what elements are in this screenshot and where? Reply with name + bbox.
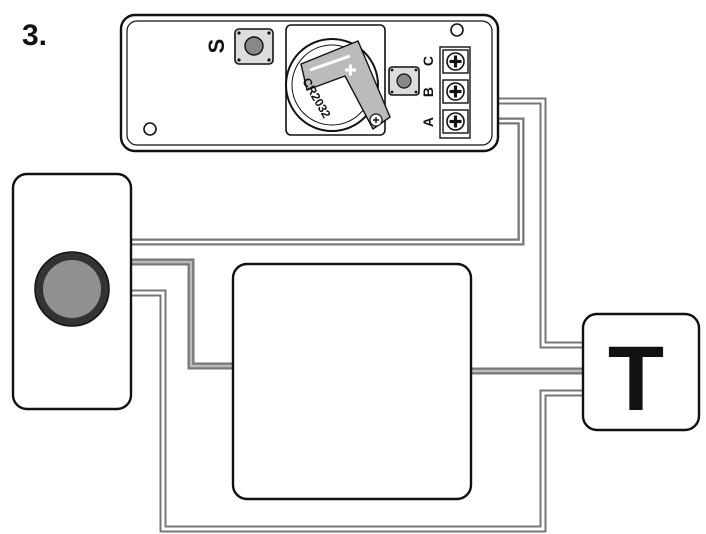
receiver-module: S CR2032 — [119, 13, 500, 153]
terminal-label-a: A — [420, 117, 436, 127]
transformer-label: T — [608, 328, 664, 430]
push-button-icon[interactable] — [234, 28, 274, 65]
terminal-screw-icon — [446, 52, 465, 71]
mounting-hole-bottom — [143, 122, 157, 136]
terminal-label-c: C — [420, 56, 436, 66]
terminal-label-b: B — [420, 87, 436, 97]
doorbell-button-icon[interactable] — [34, 251, 110, 327]
chime-unit — [231, 262, 473, 501]
doorbell-unit — [11, 172, 133, 411]
wire-doorbell-to-transformer-bottom — [130, 289, 583, 533]
wire-doorbell-to-chime — [130, 258, 233, 370]
terminal-a[interactable] — [442, 109, 469, 134]
transformer-unit: T — [581, 312, 701, 432]
step-number: 3. — [22, 19, 47, 52]
mounting-hole-top — [450, 23, 464, 37]
terminal-c[interactable] — [442, 49, 469, 74]
coin-battery-icon — [285, 38, 391, 132]
button-label-s: S — [204, 39, 229, 54]
terminal-screw-icon — [446, 82, 465, 101]
terminal-screw-icon — [446, 112, 465, 131]
reset-button-icon[interactable] — [388, 66, 420, 96]
terminal-b[interactable] — [442, 79, 469, 104]
